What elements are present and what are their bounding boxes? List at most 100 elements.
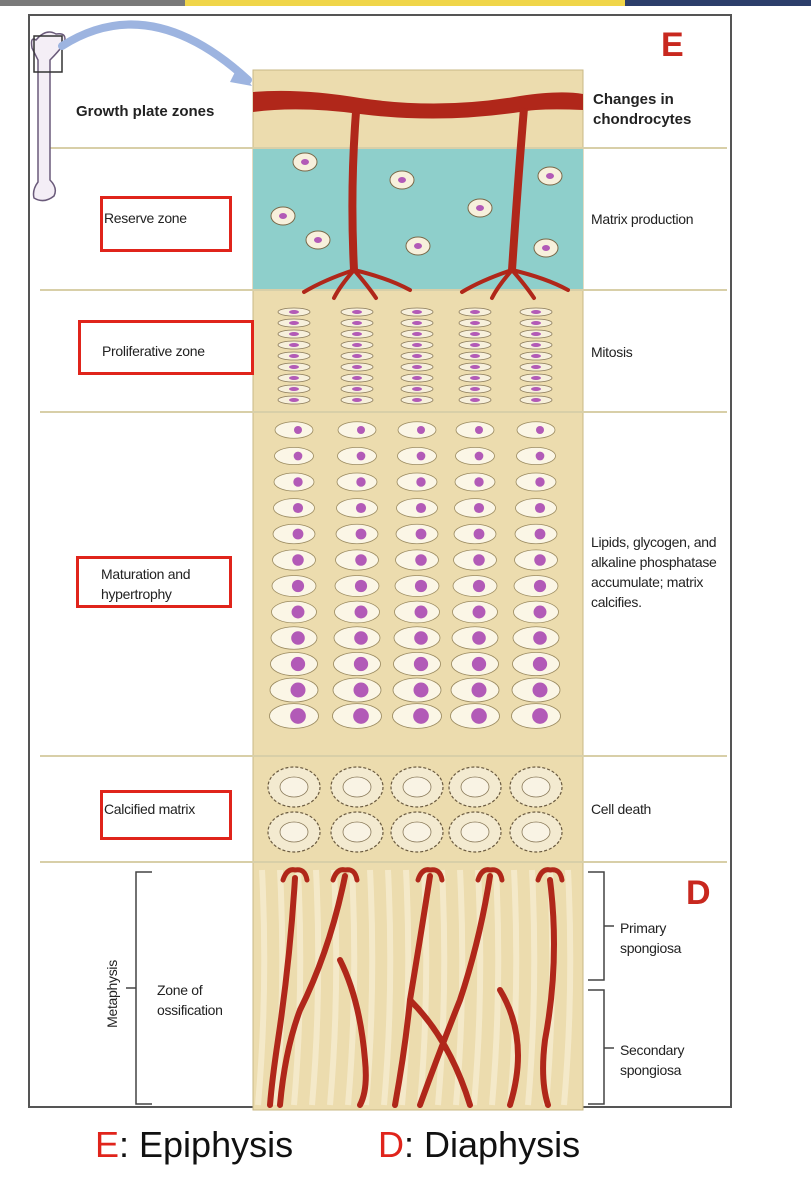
hypertrophic-nucleus — [294, 426, 302, 434]
trabecula-streak — [327, 869, 340, 1106]
trabecula-streak — [561, 869, 574, 1106]
hypertrophic-nucleus — [471, 708, 487, 724]
proliferative-nucleus — [470, 321, 480, 325]
maturation-zone-label: Maturation and hypertrophy — [101, 566, 191, 602]
reserve-nucleus — [546, 173, 554, 179]
proliferative-nucleus — [470, 398, 480, 402]
hypertrophic-nucleus — [535, 451, 545, 461]
secondary-spongiosa-label: Secondary spongiosa — [620, 1042, 685, 1078]
hypertrophic-nucleus — [534, 554, 546, 566]
proliferative-nucleus — [352, 343, 362, 347]
vessel-root — [460, 268, 514, 294]
reserve-nucleus — [542, 245, 550, 251]
dying-chondrocyte — [521, 776, 551, 798]
primary-spongiosa-bracket — [588, 871, 605, 981]
reserve-nucleus — [414, 243, 422, 249]
proliferative-nucleus — [412, 343, 422, 347]
hypertrophic-nucleus — [355, 528, 367, 540]
primary-spongiosa-label: Primary spongiosa — [620, 920, 682, 956]
hypertrophic-nucleus — [415, 554, 427, 566]
metaphyseal-vessel — [267, 875, 298, 1108]
hypertrophic-nucleus — [471, 682, 487, 698]
hypertrophic-nucleus — [357, 426, 365, 434]
hypertrophic-nucleus — [473, 554, 485, 566]
hypertrophic-nucleus — [534, 528, 546, 540]
proliferative-nucleus — [412, 310, 422, 314]
trabecula-streak — [435, 869, 448, 1106]
proliferative-nucleus — [470, 376, 480, 380]
hypertrophic-nucleus — [356, 477, 366, 487]
hypertrophic-nucleus — [355, 502, 367, 514]
proliferative-nucleus — [352, 387, 362, 391]
proliferative-nucleus — [470, 343, 480, 347]
hypertrophic-nucleus — [536, 426, 544, 434]
vessel-loop — [330, 867, 360, 883]
trabecula-streak — [291, 869, 304, 1106]
trabecula-streak — [471, 869, 484, 1106]
proliferative-nucleus — [289, 332, 299, 336]
diaphysis-legend-text: : Diaphysis — [404, 1124, 581, 1165]
reserve-nucleus — [279, 213, 287, 219]
hypertrophic-nucleus — [473, 528, 485, 540]
trabecula-streak — [255, 869, 268, 1106]
calcified-change-text: Cell death — [591, 801, 652, 817]
proliferative-change-text: Mitosis — [591, 344, 633, 360]
proliferative-nucleus — [412, 387, 422, 391]
reserve-nucleus — [476, 205, 484, 211]
vessel-root — [302, 268, 356, 294]
hypertrophic-nucleus — [291, 605, 305, 619]
hypertrophic-nucleus — [292, 554, 304, 566]
vessel-loop — [535, 867, 565, 883]
proliferative-nucleus — [289, 310, 299, 314]
proliferative-nucleus — [531, 343, 541, 347]
dying-chondrocyte — [460, 821, 490, 843]
hypertrophic-nucleus — [474, 477, 484, 487]
proliferative-nucleus — [352, 321, 362, 325]
proliferative-nucleus — [289, 376, 299, 380]
top-accent-bar — [0, 0, 811, 6]
metaphyseal-vessel — [497, 987, 521, 1108]
hypertrophic-nucleus — [292, 528, 304, 540]
proliferative-nucleus — [352, 365, 362, 369]
proliferative-nucleus — [352, 398, 362, 402]
descending-vessel-right — [508, 107, 528, 271]
hypertrophic-nucleus — [472, 605, 486, 619]
hypertrophic-nucleus — [354, 579, 368, 593]
proliferative-nucleus — [531, 332, 541, 336]
proliferative-nucleus — [531, 321, 541, 325]
dying-chondrocyte — [521, 821, 551, 843]
trabecula-streak — [309, 869, 322, 1106]
hypertrophic-nucleus — [413, 682, 429, 698]
proliferative-nucleus — [352, 310, 362, 314]
reserve-nucleus — [314, 237, 322, 243]
hypertrophic-nucleus — [532, 708, 548, 724]
proliferative-nucleus — [412, 365, 422, 369]
zoom-arrow — [58, 20, 252, 84]
proliferative-nucleus — [352, 376, 362, 380]
hypertrophic-nucleus — [533, 579, 547, 593]
dying-chondrocyte — [342, 821, 372, 843]
hypertrophic-nucleus — [290, 708, 306, 724]
calcified-matrix-box — [100, 790, 232, 840]
vessel-root — [352, 268, 378, 300]
metaphysis-bracket — [135, 871, 152, 1105]
bone-inset-box — [33, 35, 63, 73]
hypertrophic-nucleus — [353, 682, 369, 698]
hypertrophic-nucleus — [415, 528, 427, 540]
dying-chondrocyte — [460, 776, 490, 798]
metaphyseal-vessel — [337, 957, 369, 1108]
proliferative-nucleus — [531, 365, 541, 369]
zone-of-ossification-label: Zone of ossification — [157, 982, 223, 1018]
trabecula-streak — [381, 869, 394, 1106]
vessel-loop — [475, 867, 505, 883]
reserve-zone-box — [100, 196, 232, 252]
dying-chondrocyte — [342, 776, 372, 798]
proliferative-nucleus — [470, 332, 480, 336]
hypertrophic-nucleus — [293, 477, 303, 487]
hypertrophic-nucleus — [293, 451, 303, 461]
growth-plate-zones-heading: Growth plate zones — [76, 103, 215, 120]
proliferative-nucleus — [531, 398, 541, 402]
diaphysis-key: D — [378, 1124, 404, 1165]
changes-in-chondrocytes-heading: Changes in chondrocytes — [593, 91, 692, 128]
reserve-zone-label: Reserve zone — [104, 210, 187, 226]
